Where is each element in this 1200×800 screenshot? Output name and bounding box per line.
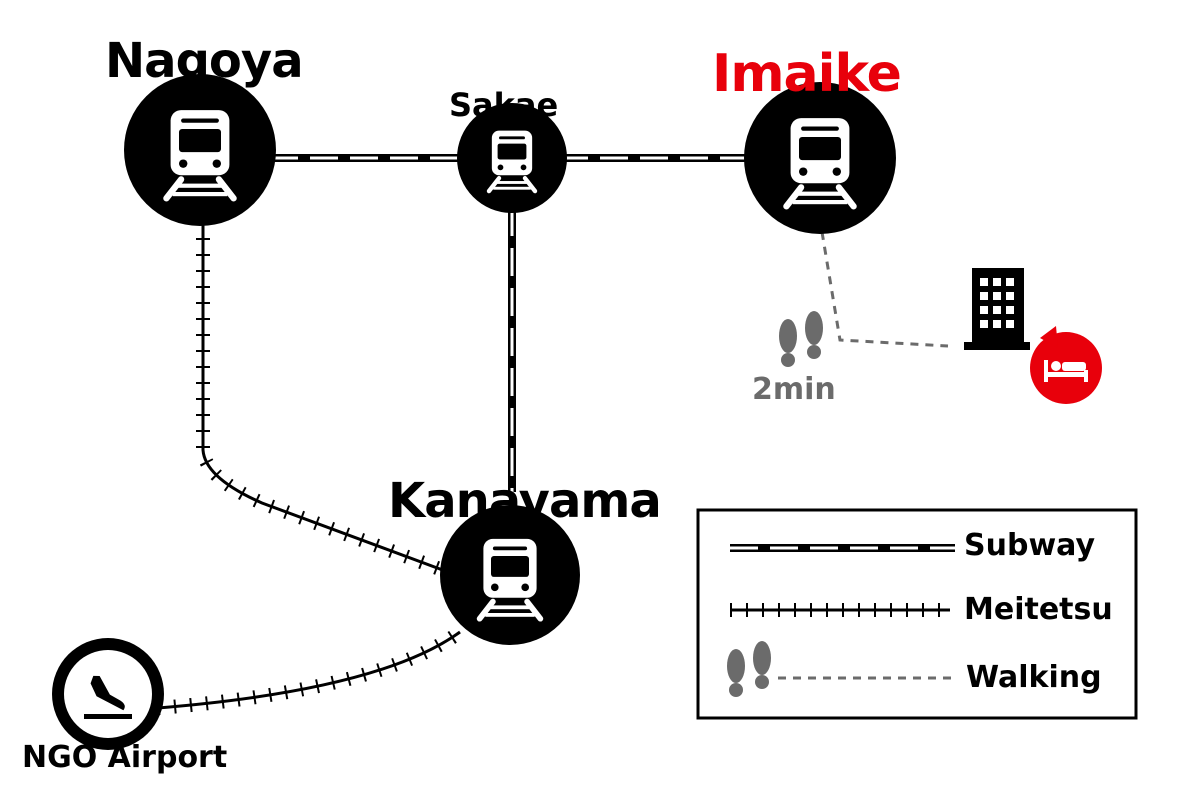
airplane-arrival-icon bbox=[84, 675, 132, 719]
walking-path bbox=[820, 231, 949, 348]
meitetsu-line bbox=[157, 222, 465, 715]
train-icon bbox=[166, 110, 233, 198]
station-kanayama[interactable] bbox=[440, 505, 580, 645]
bed-icon bbox=[1030, 326, 1102, 404]
legend bbox=[696, 508, 1138, 720]
walking-time-label: 2min bbox=[752, 372, 836, 407]
station-nagoya[interactable] bbox=[124, 74, 276, 226]
station-ngo-airport[interactable] bbox=[52, 638, 164, 750]
station-imaike[interactable] bbox=[744, 82, 896, 234]
station-label-kanayama: Kanayama bbox=[388, 473, 662, 529]
legend-walking-symbol bbox=[727, 641, 955, 697]
train-icon bbox=[489, 131, 535, 191]
legend-subway-label: Subway bbox=[964, 528, 1096, 563]
subway-line bbox=[270, 154, 748, 492]
hotel-building-icon bbox=[964, 268, 1030, 350]
station-label-sakae: Sakae bbox=[449, 86, 559, 124]
train-icon bbox=[480, 539, 541, 619]
station-label-imaike: Imaike bbox=[712, 44, 902, 104]
station-sakae[interactable] bbox=[457, 103, 567, 213]
footprints-icon bbox=[779, 311, 823, 367]
station-label-ngo-airport: NGO Airport bbox=[22, 740, 228, 775]
train-icon bbox=[786, 118, 853, 206]
legend-meitetsu-label: Meitetsu bbox=[964, 592, 1113, 627]
station-label-nagoya: Nagoya bbox=[105, 33, 304, 89]
legend-walking-label: Walking bbox=[966, 660, 1102, 695]
